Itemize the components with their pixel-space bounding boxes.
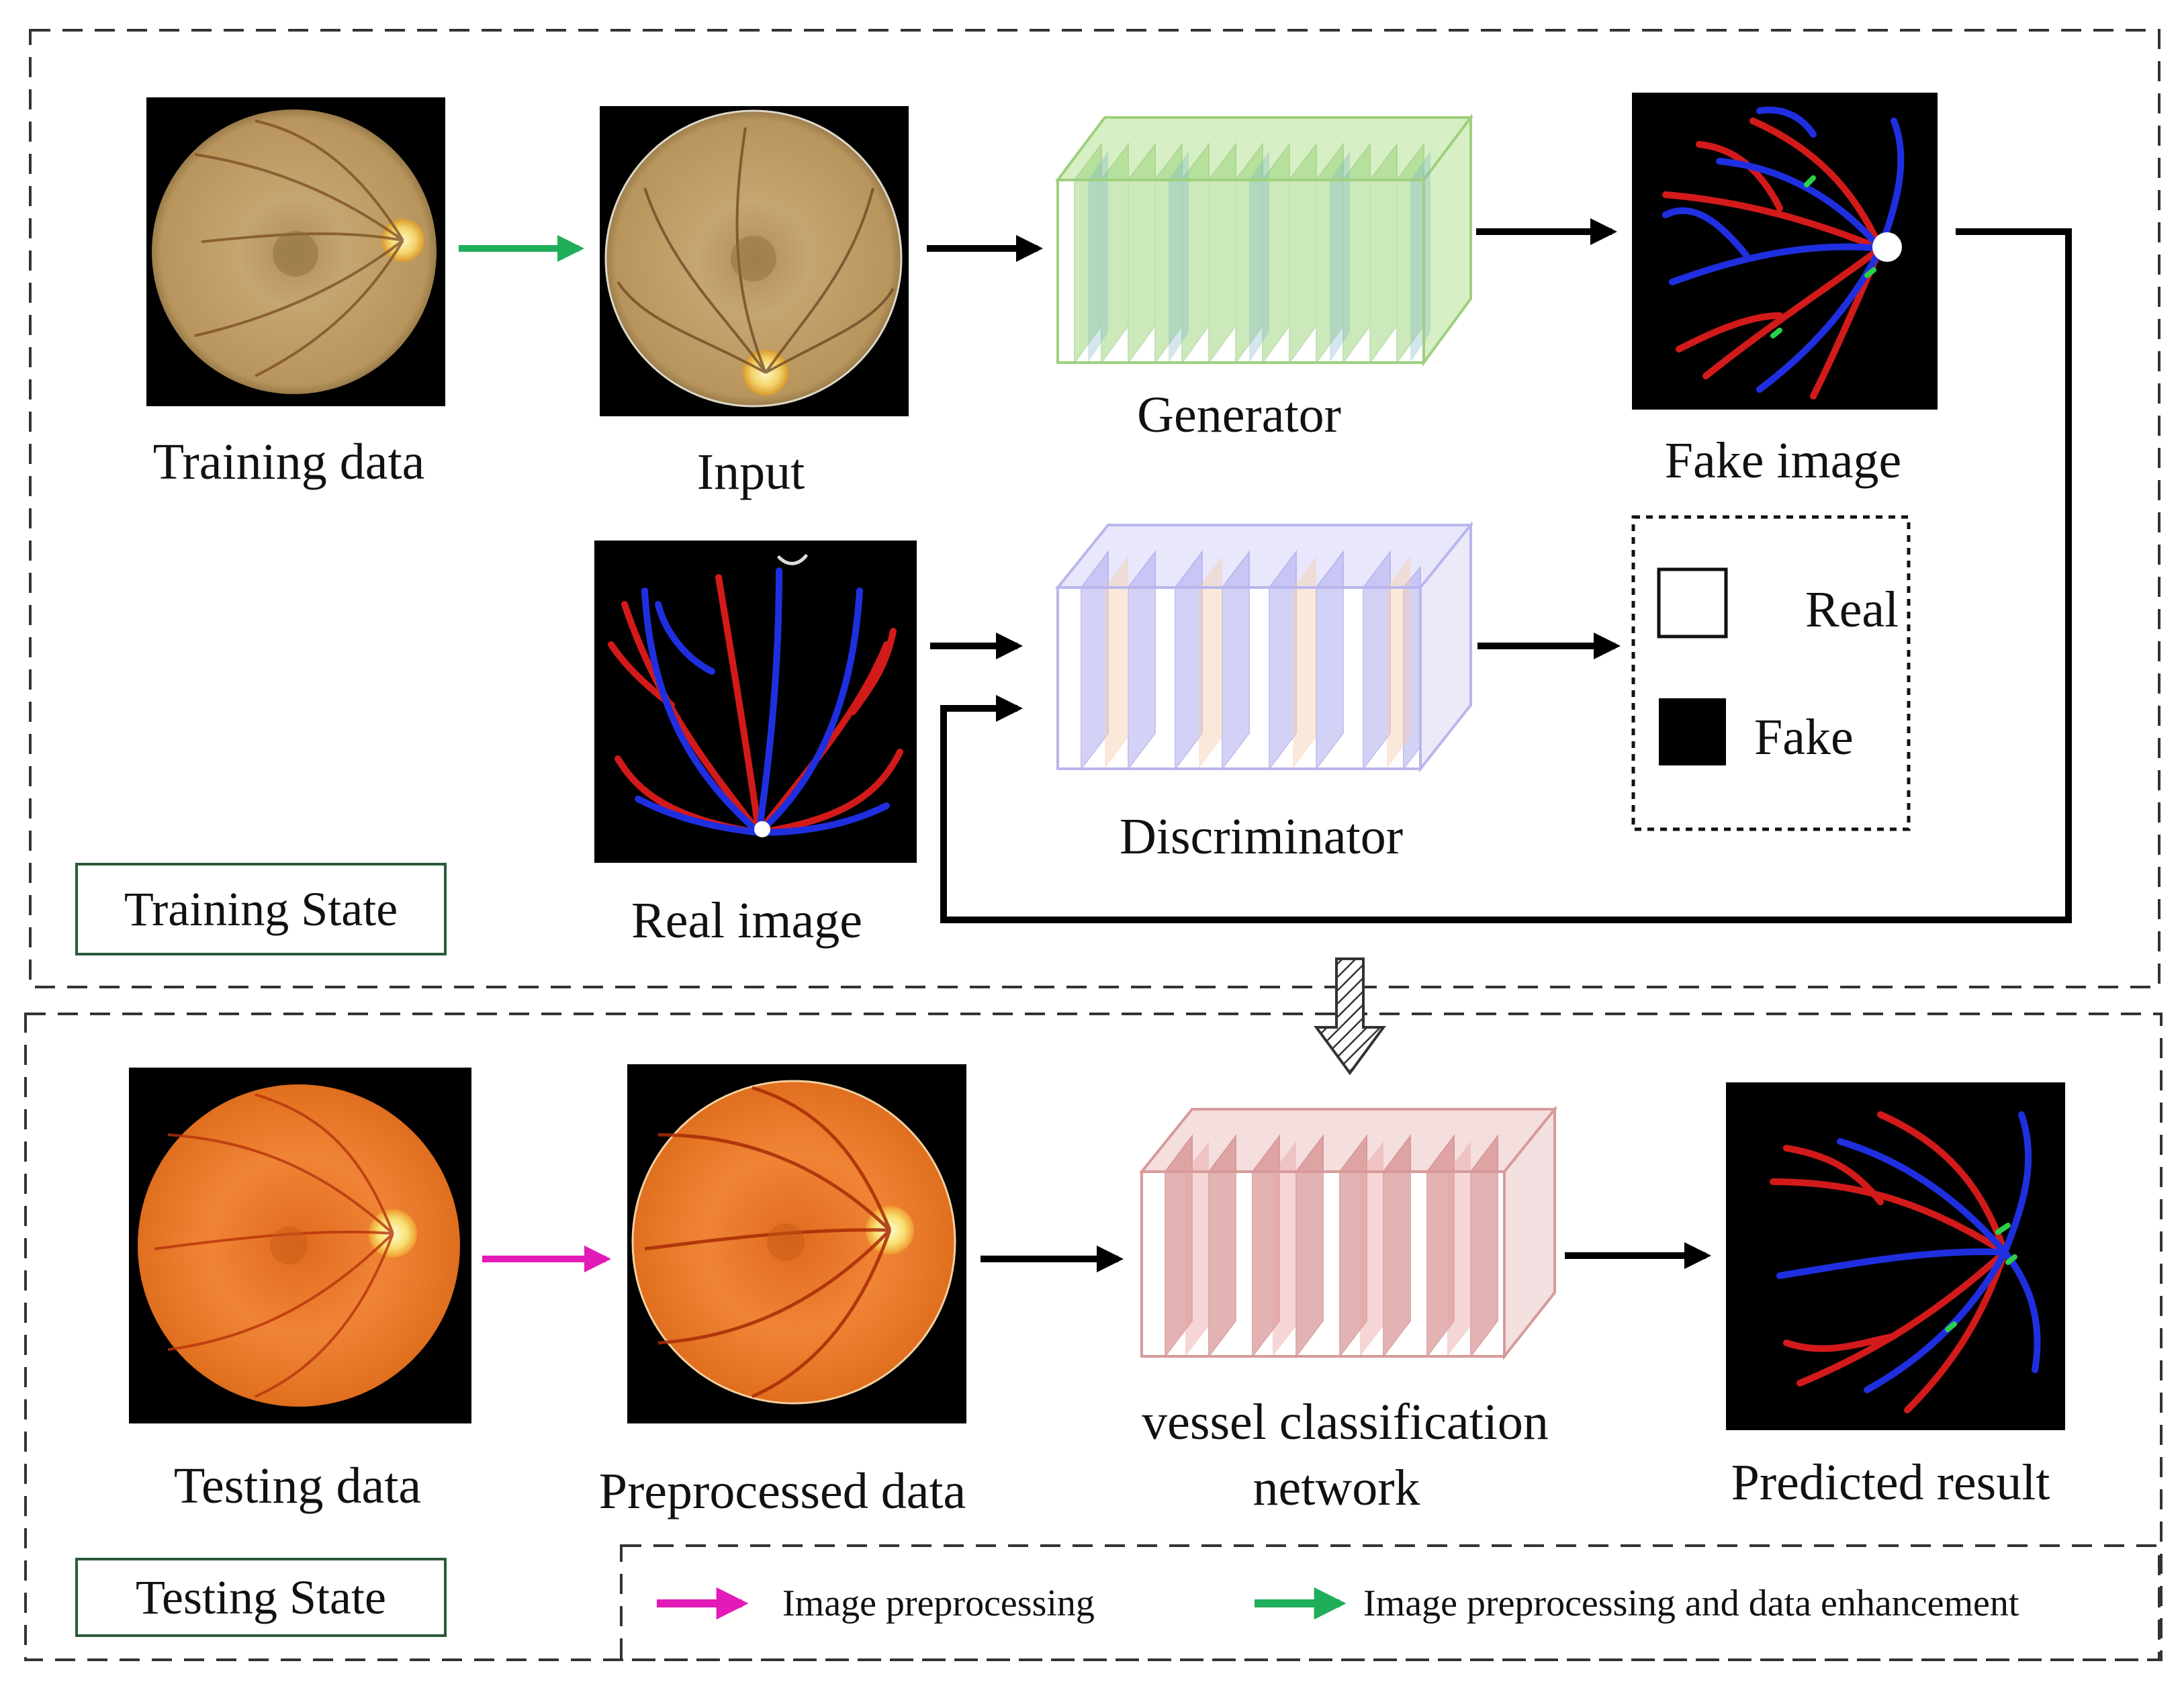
predicted-result-label: Predicted result bbox=[1731, 1454, 2050, 1511]
fake-swatch bbox=[1659, 698, 1726, 765]
fake-image-label: Fake image bbox=[1664, 432, 1902, 489]
training-section-frame bbox=[29, 29, 2160, 988]
legend-enhancement-label: Image preprocessing and data enhancement bbox=[1363, 1583, 2019, 1624]
output-fake-label: Fake bbox=[1754, 709, 1854, 765]
legend-frame bbox=[620, 1544, 2160, 1661]
testing-state-label: Testing State bbox=[75, 1558, 447, 1637]
vessel-classification-network-block bbox=[1138, 1105, 1558, 1360]
hatched-down-arrow-icon bbox=[1314, 957, 1386, 1076]
output-real-label: Real bbox=[1805, 581, 1899, 638]
generator-block bbox=[1054, 113, 1474, 367]
predicted-result-image bbox=[1726, 1082, 2065, 1430]
training-data-image bbox=[146, 97, 445, 406]
vessel-map-icon bbox=[1770, 1111, 2041, 1413]
fake-feedback-arrow bbox=[940, 228, 2072, 923]
network-label-line1: vessel classification bbox=[1142, 1394, 1549, 1450]
training-data-label: Training data bbox=[152, 434, 425, 490]
discriminator-label: Discriminator bbox=[1119, 808, 1404, 865]
fake-image bbox=[1632, 93, 1938, 410]
network-block-icon bbox=[1138, 1105, 1558, 1360]
real-image-label: Real image bbox=[631, 892, 862, 949]
retina-fundus-icon bbox=[604, 109, 903, 408]
network-label-line2: network bbox=[1253, 1460, 1420, 1516]
vessel-map-icon bbox=[1662, 106, 1905, 400]
discriminator-block bbox=[1054, 521, 1474, 773]
input-label: Input bbox=[696, 444, 805, 500]
preprocessed-data-label: Preprocessed data bbox=[598, 1463, 966, 1519]
testing-data-label: Testing data bbox=[173, 1458, 422, 1514]
generator-label: Generator bbox=[1137, 387, 1341, 443]
preprocessed-data-image bbox=[627, 1064, 966, 1423]
input-image bbox=[600, 106, 909, 416]
real-swatch bbox=[1657, 567, 1728, 639]
real-image bbox=[594, 541, 917, 863]
network-block-icon bbox=[1054, 521, 1474, 773]
discriminator-output-box bbox=[1631, 515, 1911, 831]
training-state-label: Training State bbox=[75, 863, 447, 955]
network-block-icon bbox=[1054, 113, 1474, 367]
testing-data-image bbox=[129, 1068, 471, 1423]
vessel-map-icon bbox=[608, 554, 903, 837]
legend-preprocessing-label: Image preprocessing bbox=[782, 1583, 1095, 1624]
